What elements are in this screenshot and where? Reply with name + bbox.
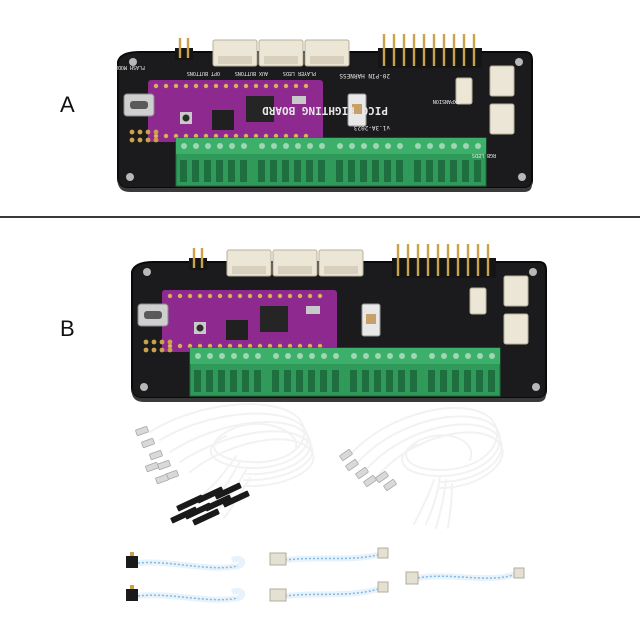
silk-player-leds: PLAYER LEDS: [283, 70, 316, 76]
silk-header-label: 20-PIN HARNESS: [339, 72, 390, 79]
panel-label-b: B: [60, 316, 75, 341]
silk-opt-buttons: OPT BUTTONS: [187, 70, 220, 76]
fighting-board-b: [130, 242, 548, 404]
silk-aux-buttons: AUX BUTTONS: [235, 70, 268, 76]
silk-rgb-leds: RGB LEDS: [472, 152, 496, 158]
silk-brand-text: PICO FIGHTING BOARD: [262, 104, 388, 117]
panel-divider: [0, 216, 640, 218]
jumper-connectors-black: [170, 482, 250, 526]
panel-label-a: A: [60, 92, 75, 117]
ribbon-cable-left-2: [126, 585, 246, 603]
ribbon-cable-right: [405, 567, 525, 585]
fighting-board-a: 20-PIN HARNESS PICO FIGHTING BOARD v1.3A…: [115, 32, 534, 194]
ribbon-cable-middle-1: [269, 547, 389, 566]
silk-expansion: EXPANSION: [433, 98, 460, 104]
ribbon-cable-middle-2: [269, 581, 389, 602]
silk-flash-mode: FLASH MODE: [115, 64, 145, 70]
wire-terminals-right: [339, 449, 397, 491]
ribbon-cable-left-1: [126, 552, 246, 571]
wire-terminals-left: [135, 426, 179, 484]
wire-bundle-right: [349, 407, 504, 529]
silk-model-text: v1.3A-2023: [353, 124, 390, 131]
